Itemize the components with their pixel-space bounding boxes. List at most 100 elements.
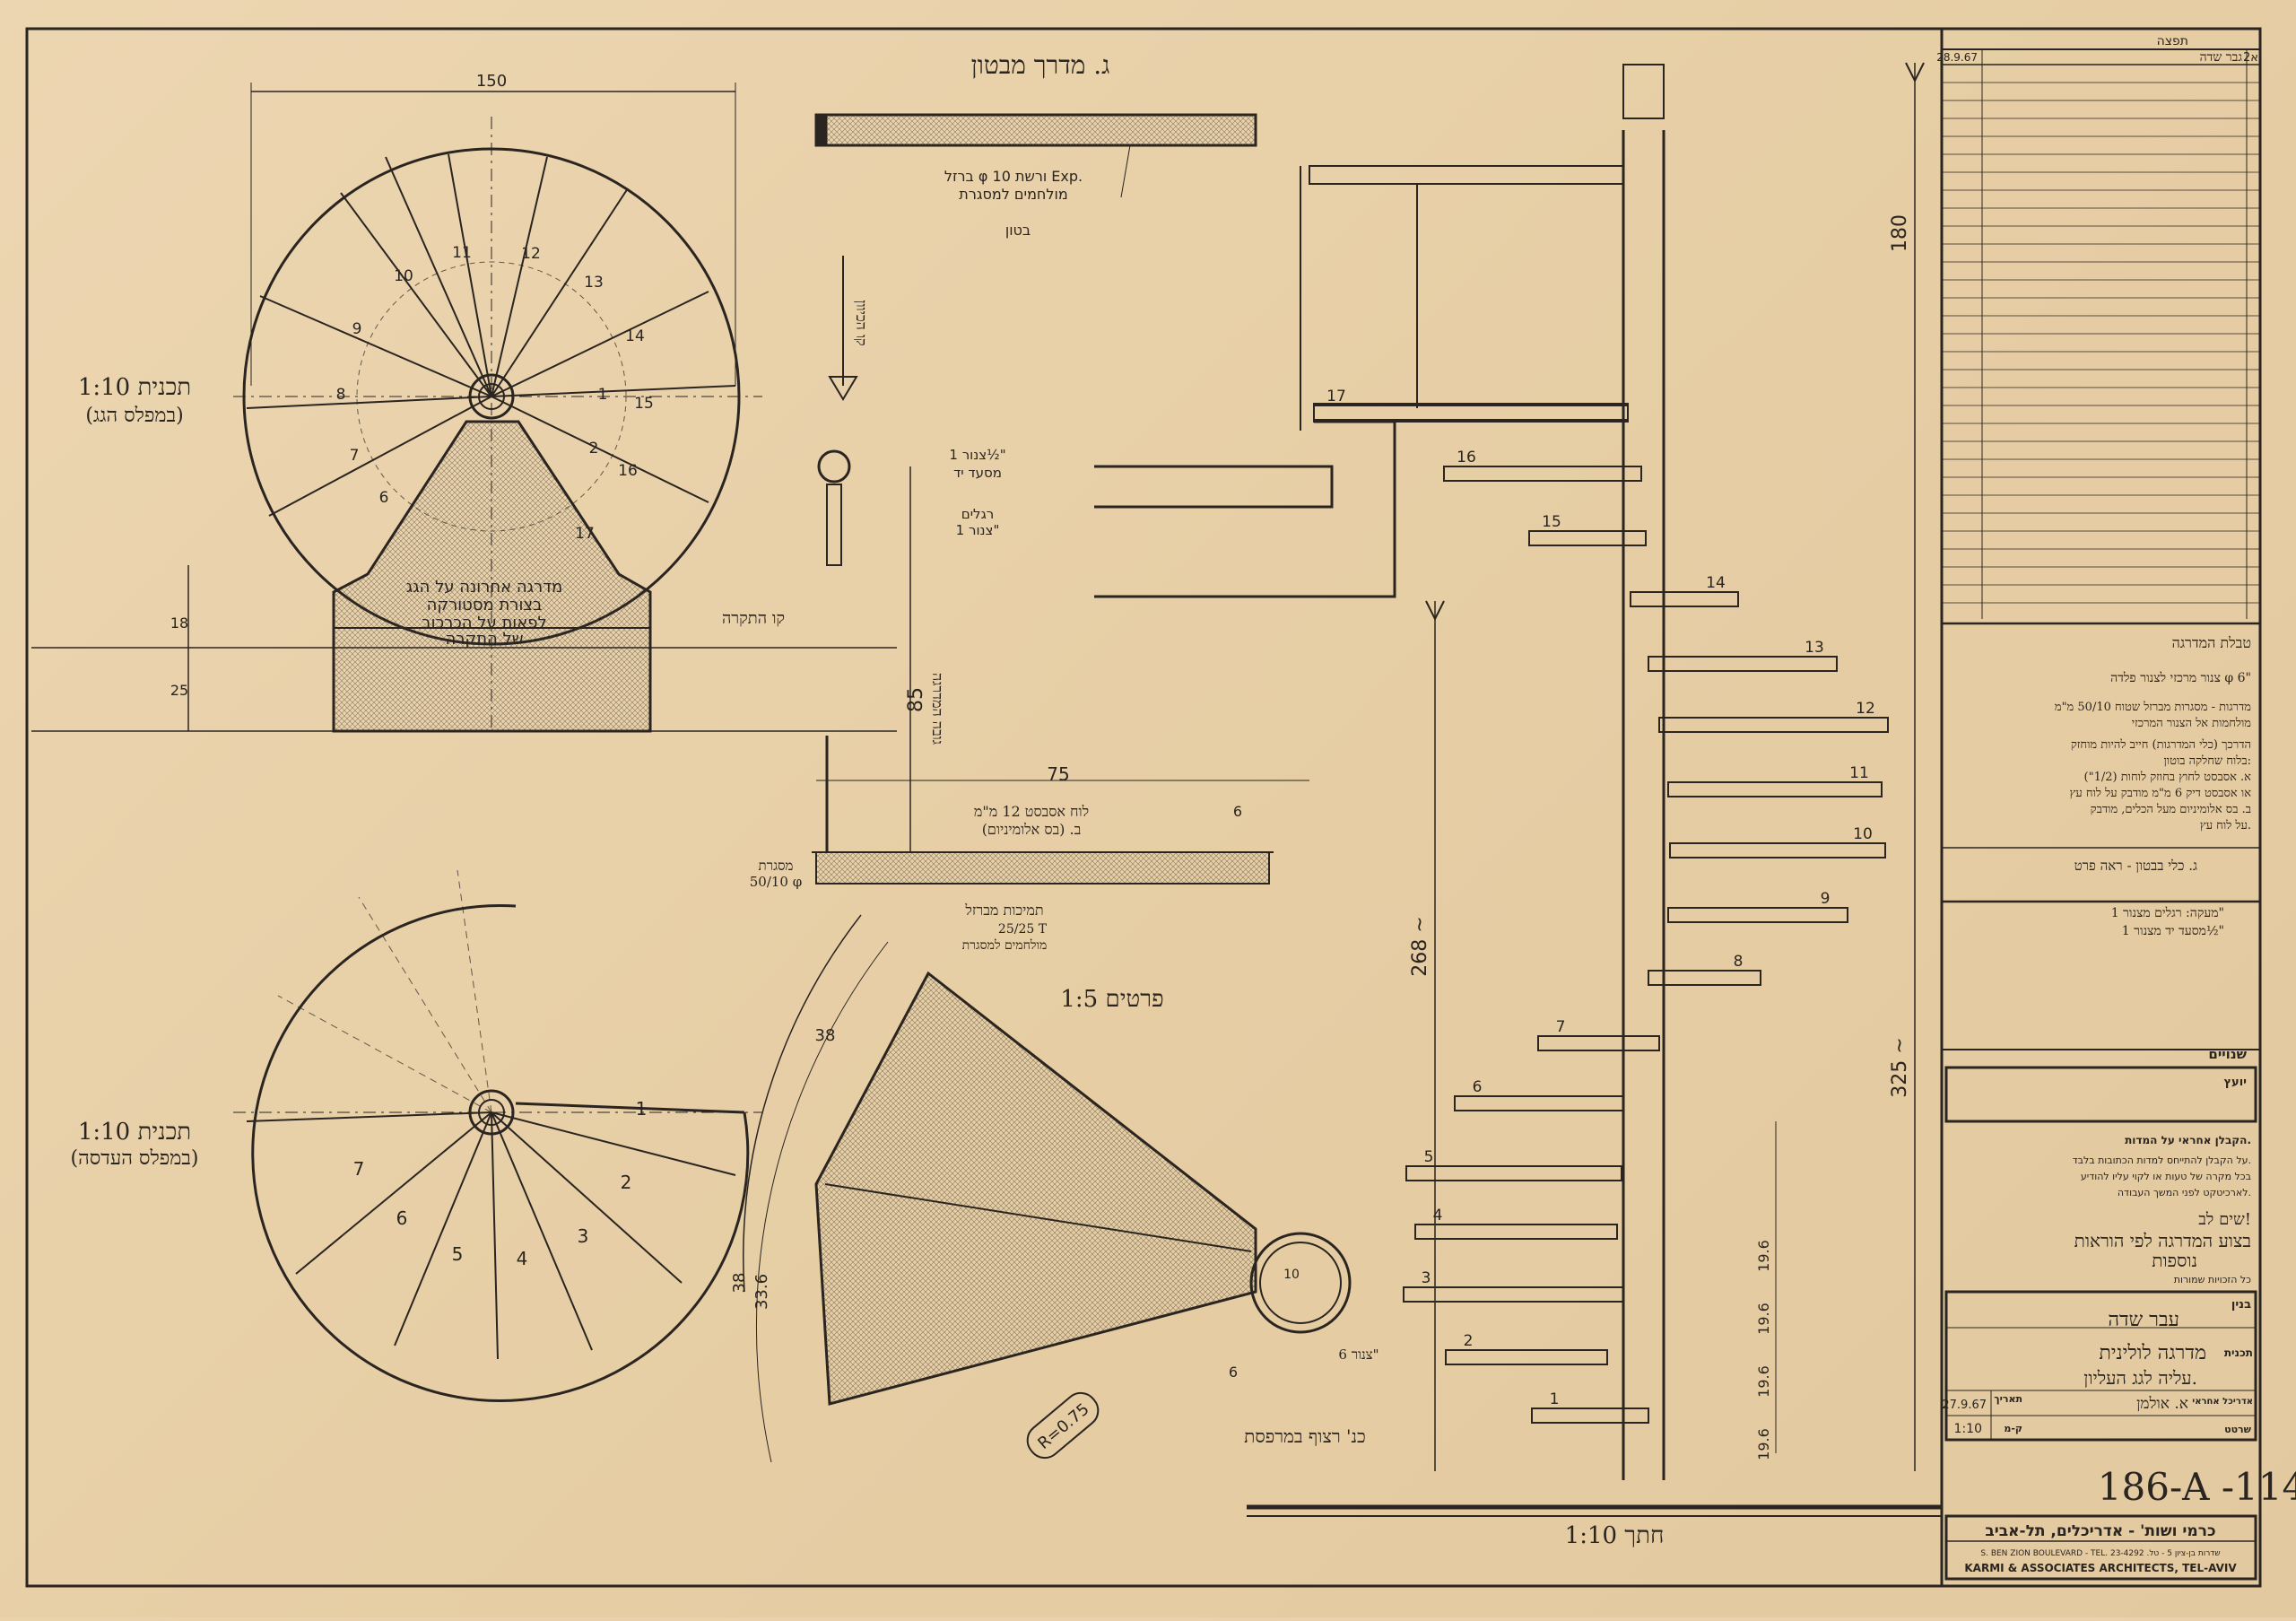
section-step-number: 11 xyxy=(1849,764,1869,782)
contractor-line-1: על הקבלן להתייחס למדות הכתובות בלבד. xyxy=(2073,1155,2251,1166)
section-step-number: 7 xyxy=(1556,1018,1566,1036)
plan-label: תכנית xyxy=(2224,1346,2253,1359)
section-tread xyxy=(1667,781,1883,797)
notes-line-3: מולחמות אל הצנור המרכזי xyxy=(2132,717,2252,730)
detail-g-note: ברזל φ 10 ורשת Exp. מולחמים למסגרת בטון xyxy=(944,168,1083,239)
step-dim-6: 6 xyxy=(1229,1364,1238,1381)
arrow-label: קו הכיוון xyxy=(853,300,870,345)
radius-text: R=0.75 xyxy=(1034,1399,1092,1453)
notes-footer: ג. כלי בבטון - ראה פרט xyxy=(2074,858,2197,874)
detail-g-note-3: בטון xyxy=(1005,222,1031,239)
plate-note-2: ב. (בס אלומיניום) xyxy=(982,821,1082,838)
section-step-number: 10 xyxy=(1853,825,1873,843)
section-step-number: 13 xyxy=(1805,639,1824,657)
plan-top-dim-b: 25 xyxy=(170,682,188,699)
plan-top-step-15: 15 xyxy=(634,395,654,413)
notes-line-4: הדרכך (כלי המדרגות) חייב להיות מוחזק xyxy=(2071,738,2251,752)
support-note-2: 25/25 T xyxy=(998,922,1048,937)
contractor-line-3: לארכיטקט לפני המשך העבודה. xyxy=(2118,1187,2251,1198)
plan-top-step-8: 8 xyxy=(336,386,346,404)
section-tread xyxy=(1648,656,1838,672)
step-pipe-label: צנור 6" xyxy=(1338,1346,1378,1363)
section-step-number: 14 xyxy=(1706,574,1726,592)
rail-dim-75: 75 xyxy=(1047,763,1069,785)
scale-value: 1:10 xyxy=(1954,1422,1982,1436)
step-wedge-detail xyxy=(743,914,1352,1463)
plan-bottom-step-4: 4 xyxy=(517,1248,528,1269)
plan-top-subtitle: (במפלס הגג) xyxy=(85,405,183,427)
section-tread xyxy=(1528,530,1647,546)
rail-label-handrail: מסעד יד xyxy=(953,465,1002,481)
last-step-note: מדרגה אחרונה על הגג בצורת מסטורקה לפאות … xyxy=(406,578,562,649)
section-tread xyxy=(1658,717,1889,733)
building-label: בנין xyxy=(2231,1298,2251,1312)
architect-value: א. אולמן xyxy=(2136,1395,2188,1413)
floor-label: כנ' רצוף במרפסת xyxy=(1244,1425,1366,1447)
section-tread xyxy=(1454,1095,1624,1111)
step-dim-38b: 38 xyxy=(730,1273,749,1294)
notes-line-9: על לוח עץ. xyxy=(2200,819,2251,832)
last-step-note-line-4: של התקרה xyxy=(446,630,524,649)
support-note-1: תמיכות מברזל xyxy=(964,902,1043,919)
rail-label-legs: רגלים xyxy=(961,506,994,522)
section-step-number: 12 xyxy=(1856,700,1875,718)
title-block xyxy=(1940,27,2262,1588)
attention-line-1: בצוע המדרגה לפי הוראות xyxy=(2074,1230,2251,1251)
plan-bottom-step-7: 7 xyxy=(353,1158,365,1180)
rail-dim-6: 6 xyxy=(1233,803,1242,820)
rail-labels: צנור 1½" מסעד יד רגלים צנור 1" xyxy=(949,447,1005,538)
last-step-note-line-1: מדרגה אחרונה על הגג xyxy=(406,578,562,597)
plan-bottom-step-numbers: 1 2 3 4 5 6 7 xyxy=(353,1098,648,1269)
rise-dim-2: 19.6 xyxy=(1755,1303,1772,1335)
plan-top-step-7: 7 xyxy=(350,447,360,465)
plan-top-dim-width: 150 xyxy=(476,72,507,91)
notes-line-8: ב. בס אלומיניום מעל הכלים, מודבק xyxy=(2091,803,2251,816)
section-step-number: 17 xyxy=(1326,388,1346,405)
last-step-note-line-2: בצורת מסטורקה xyxy=(427,596,543,614)
section-drawing xyxy=(1094,62,1942,1517)
drawing-number: 186-A -114 xyxy=(2098,1465,2296,1509)
rail-label-pipe-small: צנור 1" xyxy=(956,522,1000,538)
support-note-3: מולחמים למסגרת xyxy=(962,938,1048,953)
section-step-number: 16 xyxy=(1457,449,1476,466)
plan-top-dim-a: 18 xyxy=(170,614,188,632)
section-tread xyxy=(1403,1286,1624,1303)
railing-note-2: מסעד יד מצנור 1½" xyxy=(2122,924,2224,938)
frame-note-1: מסגרת xyxy=(759,858,794,874)
section-rise-dims: 19.6 19.6 19.6 19.6 xyxy=(1755,1240,1772,1460)
notes-line-5: בלוח שחלקה בוטון: xyxy=(2163,754,2251,768)
contractor-line-2: בכל מקרה של טעות או לקוי עליו להודיע xyxy=(2081,1171,2251,1182)
plan-top-step-11: 11 xyxy=(452,244,472,262)
section-title: חתך 1:10 xyxy=(1565,1522,1665,1549)
detail-g-note-2: מולחמים למסגרת xyxy=(959,186,1067,203)
section-step-number: 2 xyxy=(1464,1332,1474,1350)
sketch-label: שרטט xyxy=(2224,1424,2252,1435)
section-tread xyxy=(1537,1035,1660,1051)
plan-top-step-13: 13 xyxy=(584,274,604,292)
section-step-number: 3 xyxy=(1422,1269,1431,1287)
rise-dim-1: 19.6 xyxy=(1755,1240,1772,1272)
attention-label: שים לב! xyxy=(2198,1210,2251,1229)
sheet-border xyxy=(25,27,2262,1588)
plan-top-step-16: 16 xyxy=(618,462,638,480)
step-dim-38a: 38 xyxy=(815,1026,836,1045)
plan-top-step-14: 14 xyxy=(625,327,645,345)
firm-stamp: כרמי ושות' - אדריכלים, תל-אביב S. BEN ZI… xyxy=(1964,1522,2237,1574)
firm-address: S. BEN ZION BOULEVARD - TEL. 23-4292 .שד… xyxy=(1980,1549,2220,1558)
plan-bottom xyxy=(233,869,762,1402)
step-dim-10: 10 xyxy=(1283,1268,1300,1282)
section-step-number: 4 xyxy=(1433,1207,1443,1224)
plan-top xyxy=(31,83,897,733)
radius-label: R=0.75 xyxy=(1026,1391,1100,1460)
section-step-number: 6 xyxy=(1473,1078,1483,1096)
section-tread xyxy=(1667,907,1848,923)
section-tread xyxy=(1669,842,1886,858)
section-step-number: 1 xyxy=(1550,1390,1560,1408)
section-tread xyxy=(1648,970,1761,986)
scale-label: ק-מ xyxy=(2004,1423,2022,1434)
attention-line-2: נוספות xyxy=(2152,1250,2197,1271)
firm-name: כרמי ושות' - אדריכלים, תל-אביב xyxy=(1985,1522,2215,1540)
